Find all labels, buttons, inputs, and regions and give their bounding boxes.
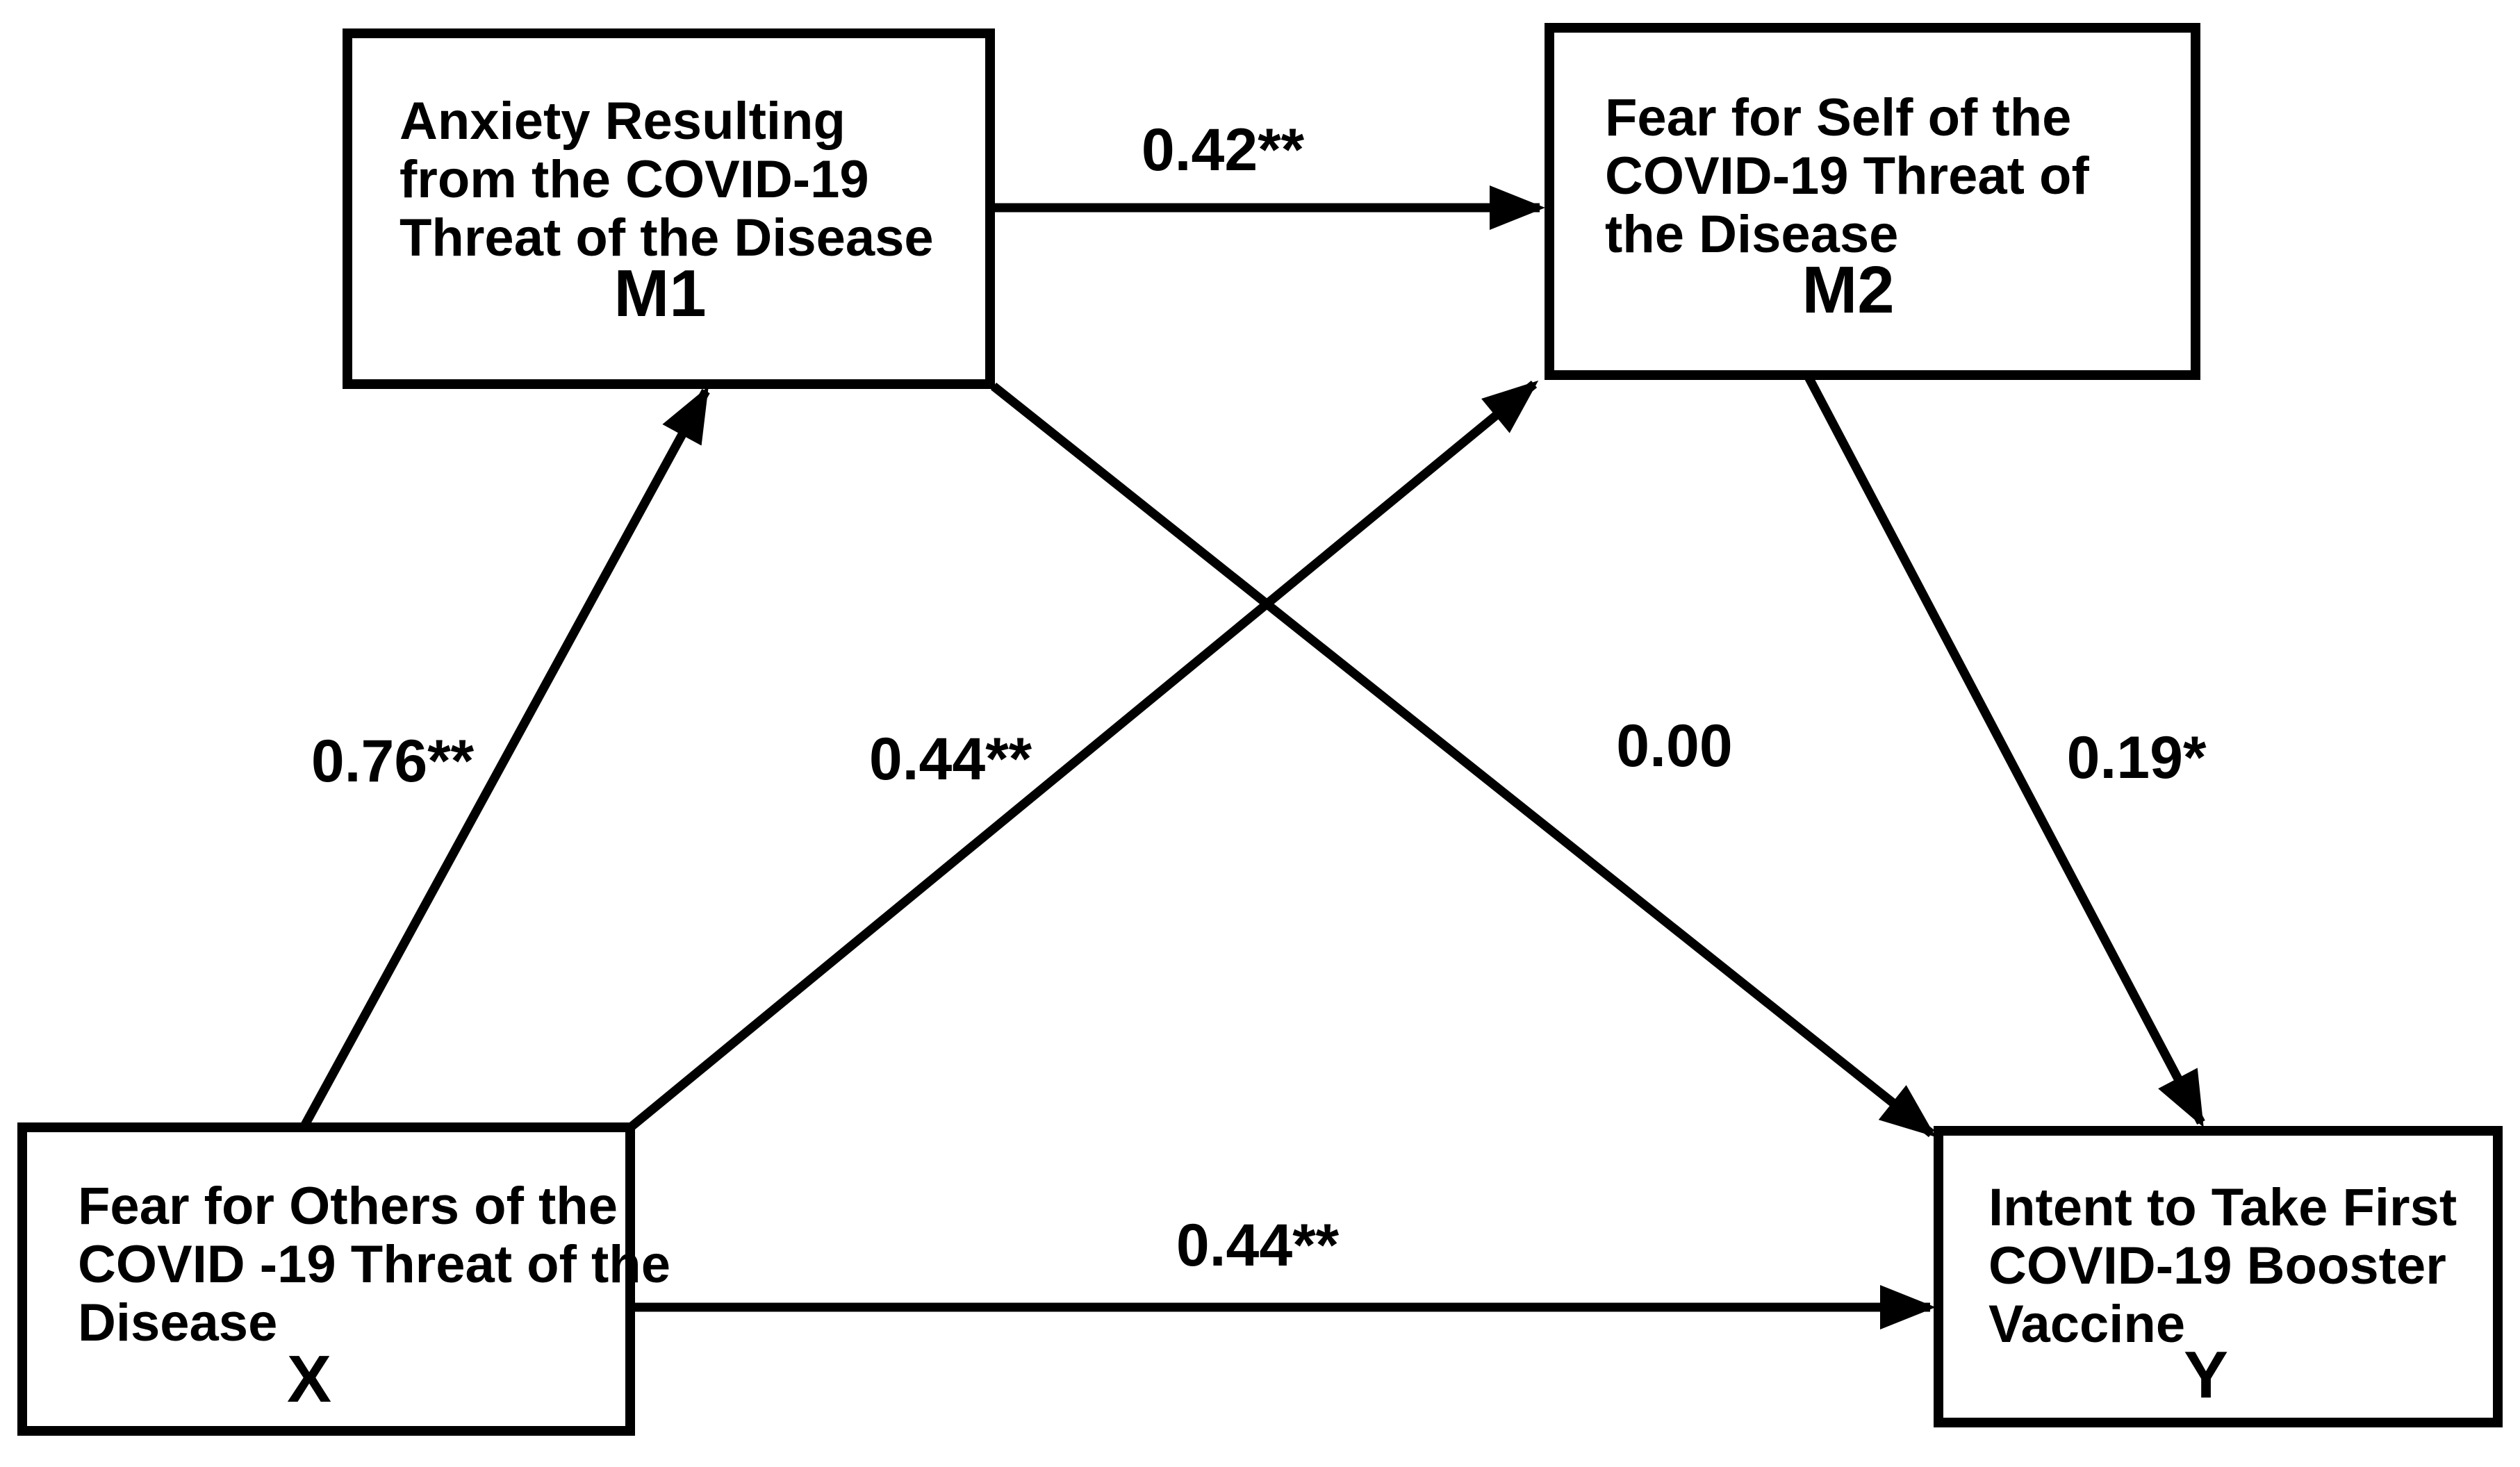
node-y-line: Vaccine	[1988, 1295, 2185, 1354]
node-x-text: Fear for Others of the COVID -19 Threat …	[78, 1177, 685, 1352]
node-y-line: Intent to Take First	[1988, 1178, 2457, 1237]
arrow-m1-to-y	[990, 382, 1936, 1138]
node-m1-line: Threat of the Disease	[400, 208, 934, 267]
coefficient-label-x-y: 0.44**	[1176, 1212, 1340, 1279]
node-m2-box	[1545, 23, 2200, 380]
node-x-line: COVID -19 Threat of the	[78, 1235, 670, 1294]
node-m2-line: COVID-19 Threat of	[1605, 147, 2089, 206]
node-x-line: Disease	[78, 1293, 277, 1352]
node-y: Intent to Take First COVID-19 Booster Va…	[1934, 1126, 2503, 1427]
node-y-line: COVID-19 Booster	[1988, 1236, 2446, 1295]
node-m2-line: Fear for Self of the	[1605, 88, 2071, 147]
arrow-m2-to-y	[1804, 374, 2205, 1128]
node-y-text: Intent to Take First COVID-19 Booster Va…	[1988, 1178, 2471, 1354]
node-y-id-label: Y	[2184, 1338, 2228, 1412]
coefficient-label-m1-y: 0.00	[1616, 713, 1732, 779]
node-m1-line: from the COVID-19	[400, 150, 869, 209]
node-m2-id-label: M2	[1802, 253, 1894, 327]
arrow-x-to-m2	[629, 380, 1539, 1130]
node-m2: Fear for Self of the COVID-19 Threat of …	[1545, 23, 2200, 380]
node-x: Fear for Others of the COVID -19 Threat …	[17, 1122, 685, 1436]
node-x-line: Fear for Others of the	[78, 1177, 618, 1236]
node-m1-line: Anxiety Resulting	[400, 92, 846, 151]
node-m2-line: the Disease	[1605, 205, 1898, 264]
arrow-x-to-m1	[299, 386, 710, 1130]
coefficient-label-m1-m2: 0.42**	[1142, 117, 1305, 183]
node-m1-text: Anxiety Resulting from the COVID-19 Thre…	[400, 92, 934, 267]
coefficient-label-m2-y: 0.19*	[2067, 724, 2207, 791]
coefficient-label-x-m1: 0.76**	[311, 728, 475, 795]
node-x-box	[17, 1122, 635, 1436]
node-m1-box	[343, 28, 995, 389]
node-x-id-label: X	[287, 1342, 331, 1416]
node-m1-id-label: M1	[613, 256, 706, 331]
node-y-box	[1934, 1126, 2503, 1427]
node-m1: Anxiety Resulting from the COVID-19 Thre…	[343, 28, 995, 389]
node-m2-text: Fear for Self of the COVID-19 Threat of …	[1605, 88, 2104, 264]
coefficient-label-x-m2: 0.44**	[869, 726, 1032, 793]
